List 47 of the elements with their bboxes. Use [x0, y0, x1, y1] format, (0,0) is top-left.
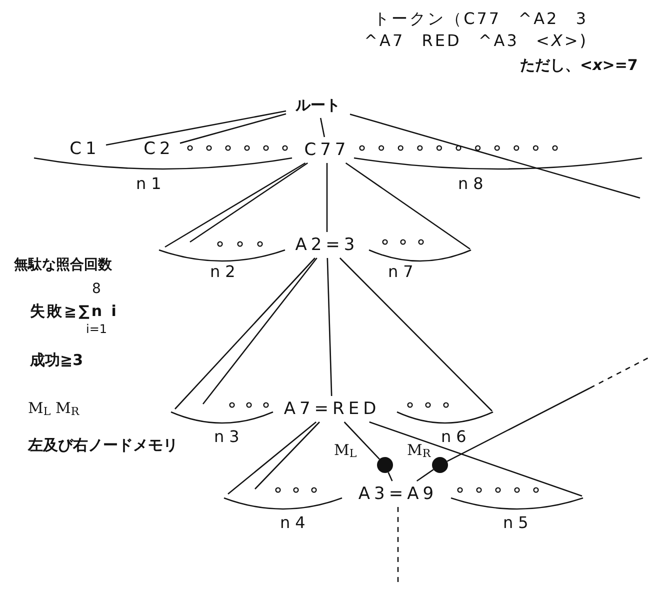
annotation-text: 8 — [92, 280, 101, 298]
group-count-label: n1 — [136, 174, 166, 193]
tree-node-label: ルート — [288, 94, 348, 116]
group-count-label: n5 — [503, 513, 534, 532]
annotation-text: 左及び右ノードメモリ — [28, 436, 178, 456]
connector-line — [416, 469, 434, 482]
connector-line — [202, 258, 318, 404]
tree-node-label: C77 — [302, 139, 352, 161]
tree-node-label: A2=3 — [291, 234, 363, 256]
annotation-text: 無駄な照合回数 — [14, 256, 112, 274]
connector-line — [174, 258, 316, 410]
annotation-text: 失敗≧∑n i — [30, 302, 118, 322]
tree-node-label: A7=RED — [282, 398, 382, 420]
tree-node-label: C2 — [140, 138, 178, 160]
memory-dot — [377, 457, 393, 473]
connector-line — [190, 162, 308, 243]
connector-line — [369, 421, 582, 497]
connector-line — [344, 422, 380, 460]
connector-line — [339, 258, 492, 412]
group-count-label: n2 — [210, 262, 240, 281]
memory-dot — [432, 457, 448, 473]
connector-line — [388, 472, 393, 482]
group-count-label: n8 — [458, 174, 488, 193]
tree-node-label: A3=A9 — [350, 483, 446, 505]
group-count-label: n7 — [388, 262, 418, 281]
annotation-text: ただし、<x>=7 — [520, 56, 638, 76]
annotation-text: i=1 — [86, 322, 108, 338]
connector-line — [326, 258, 332, 396]
annotation-text: M$_{L}$ M$_{R}$ — [28, 399, 80, 420]
connector-line — [326, 163, 328, 232]
connector-line — [254, 422, 320, 490]
connector-line — [345, 162, 470, 250]
group-count-label: n4 — [280, 513, 310, 532]
tree-node-label: C1 — [66, 138, 104, 160]
memory-label: M$_{R}$ — [407, 441, 431, 460]
connector-line — [320, 118, 326, 138]
connector-line — [180, 113, 286, 144]
group-count-label: n3 — [214, 427, 244, 446]
connector-line — [228, 422, 316, 494]
connector-line — [164, 162, 306, 248]
annotation-text: トークン（C77 ^A2 3 ^A7 RED ^A3 <X>) — [363, 8, 588, 52]
connector-line — [106, 110, 286, 146]
connector-line — [446, 387, 590, 462]
annotation-text: 成功≧3 — [30, 351, 84, 370]
memory-label: M$_{L}$ — [334, 441, 357, 460]
group-count-label: n6 — [441, 427, 472, 446]
connector-line — [350, 114, 640, 199]
